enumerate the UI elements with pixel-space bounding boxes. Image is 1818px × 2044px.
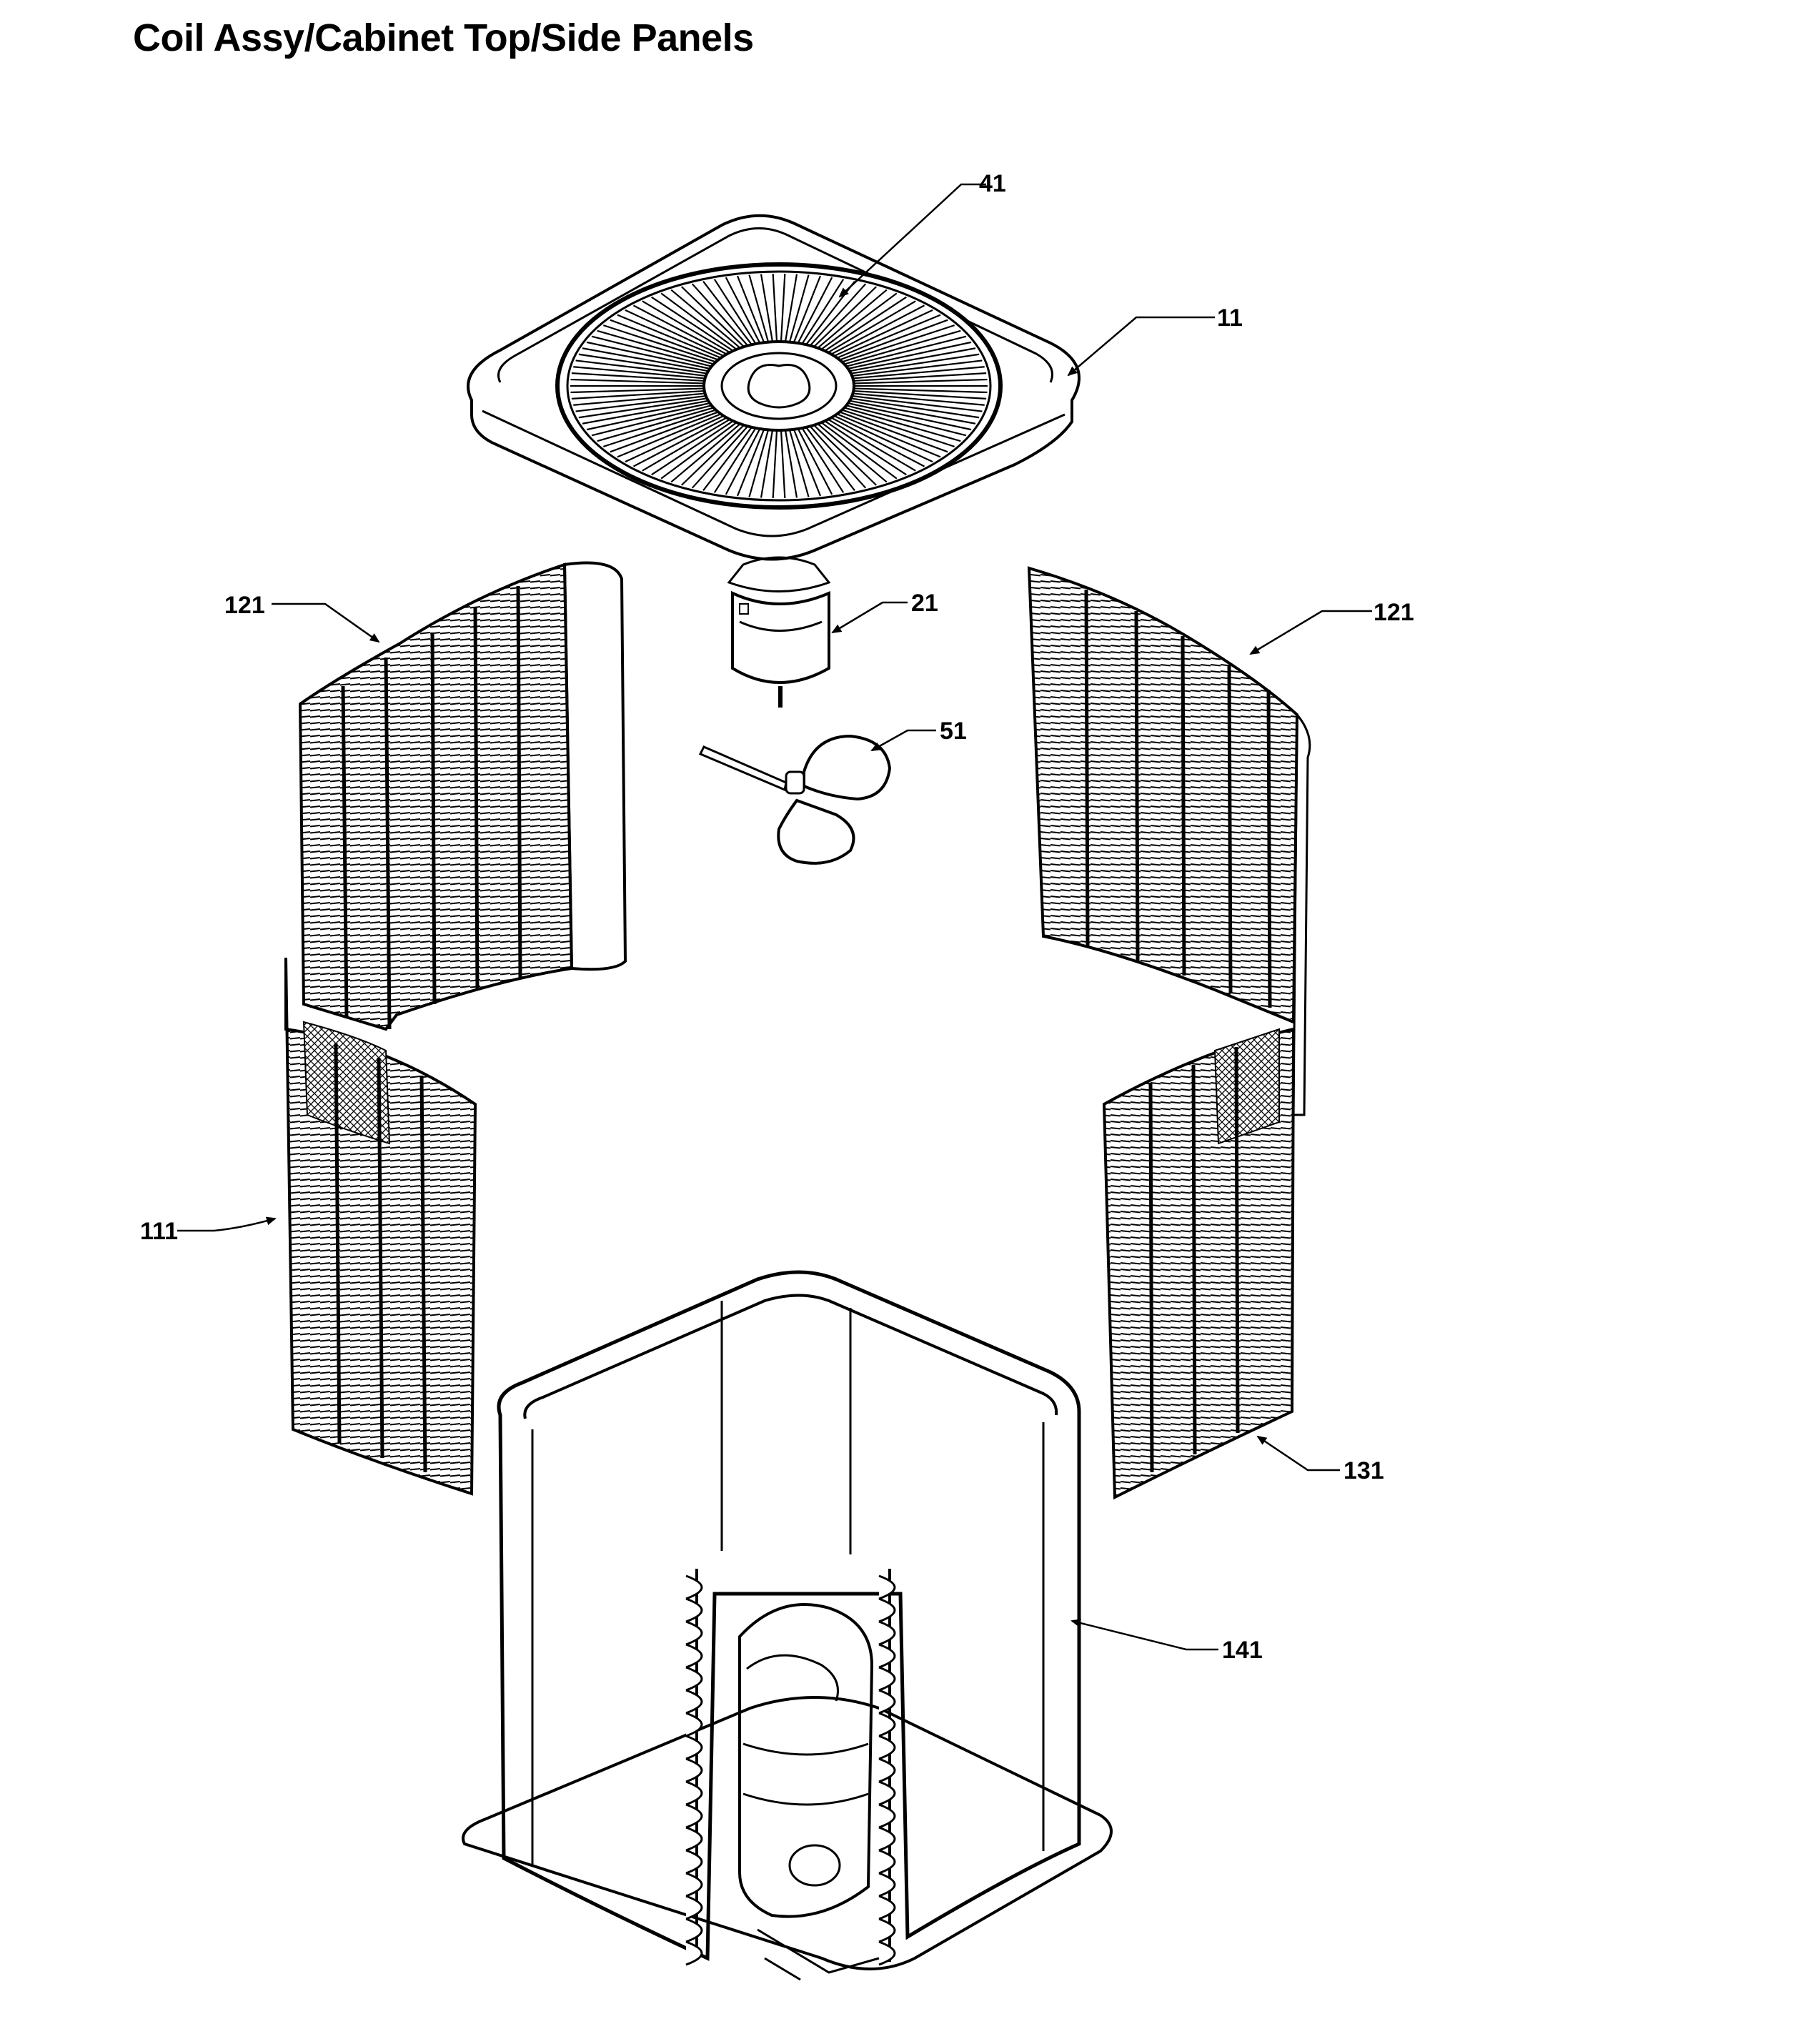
callout-141: 141 bbox=[1222, 1637, 1263, 1664]
callout-111: 111 bbox=[140, 1218, 178, 1245]
callout-121-right: 121 bbox=[1374, 599, 1414, 626]
top-panel bbox=[467, 214, 1081, 561]
callout-21: 21 bbox=[911, 590, 938, 617]
fan-blade bbox=[698, 734, 892, 865]
callouts: 41 11 121 121 21 51 111 131 141 bbox=[140, 170, 1414, 1664]
left-lower-panel bbox=[284, 957, 477, 1496]
right-upper-panel bbox=[1027, 566, 1311, 1116]
leader-lines bbox=[177, 183, 1372, 1651]
right-lower-panel bbox=[1102, 1027, 1296, 1500]
page-title: Coil Assy/Cabinet Top/Side Panels bbox=[133, 16, 754, 59]
callout-131: 131 bbox=[1343, 1457, 1384, 1484]
fan-motor bbox=[727, 556, 831, 708]
fan-guard bbox=[555, 262, 1003, 510]
callout-121-left: 121 bbox=[224, 592, 265, 619]
callout-11: 11 bbox=[1217, 304, 1243, 332]
callout-51: 51 bbox=[940, 718, 967, 745]
callout-41: 41 bbox=[979, 170, 1006, 197]
left-upper-panel bbox=[298, 561, 627, 1031]
base-coil-assembly bbox=[462, 1270, 1113, 1981]
